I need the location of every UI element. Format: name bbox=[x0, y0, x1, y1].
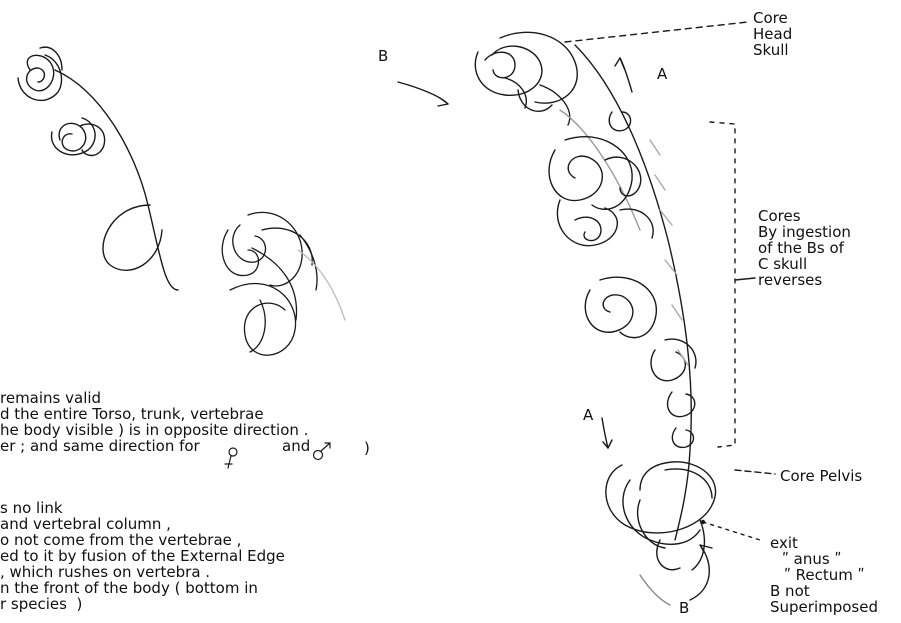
label-a-top: A bbox=[657, 66, 667, 82]
cores-line: Cores bbox=[758, 208, 851, 224]
paragraph-line: , which rushes on vertebra . bbox=[0, 564, 285, 580]
paragraph-line: s no link bbox=[0, 500, 285, 516]
paragraph-line: r species ) bbox=[0, 596, 285, 612]
left-spine-sketch bbox=[18, 47, 178, 290]
label-a-mid: A bbox=[583, 407, 593, 423]
cores-line: reverses bbox=[758, 272, 851, 288]
paragraph-line: o not come from the vertebrae , bbox=[0, 532, 285, 548]
paragraph-line: and vertebral column , bbox=[0, 516, 285, 532]
paragraph-1: remains valid d the entire Torso, trunk,… bbox=[0, 390, 308, 454]
paragraph-line: d the entire Torso, trunk, vertebrae bbox=[0, 406, 308, 422]
core-head-line: Core bbox=[753, 10, 792, 26]
core-head-line: Head bbox=[753, 26, 792, 42]
core-head-note: Core Head Skull bbox=[753, 10, 792, 58]
exit-line: ʺ anus ʺ bbox=[770, 551, 878, 567]
middle-core-sketch bbox=[222, 212, 345, 355]
label-b-top: B bbox=[378, 48, 388, 64]
core-head-line: Skull bbox=[753, 42, 792, 58]
cores-line: C skull bbox=[758, 256, 851, 272]
core-pelvis-note: Core Pelvis bbox=[780, 468, 862, 484]
exit-line: exit bbox=[770, 535, 878, 551]
exit-line: ʺ Rectum ʺ bbox=[770, 567, 878, 583]
exit-note: exit ʺ anus ʺ ʺ Rectum ʺ B not Superimpo… bbox=[770, 535, 878, 615]
cores-line: of the Bs of bbox=[758, 240, 851, 256]
paragraph-line: er ; and same direction for bbox=[0, 438, 308, 454]
right-spine-sketch bbox=[398, 22, 775, 605]
exit-line: Superimposed bbox=[770, 599, 878, 615]
paragraph-line: remains valid bbox=[0, 390, 308, 406]
paragraph-1-and: and bbox=[282, 438, 310, 454]
paragraph-line: n the front of the body ( bottom in bbox=[0, 580, 285, 596]
label-b-bottom: B bbox=[679, 600, 689, 616]
paragraph-1-close: ) bbox=[364, 440, 370, 456]
cores-line: By ingestion bbox=[758, 224, 851, 240]
paragraph-line: ed to it by fusion of the External Edge bbox=[0, 548, 285, 564]
exit-line: B not bbox=[770, 583, 878, 599]
cores-note: Cores By ingestion of the Bs of C skull … bbox=[758, 208, 851, 288]
paragraph-2: s no link and vertebral column , o not c… bbox=[0, 500, 285, 612]
paragraph-line: he body visible ) is in opposite directi… bbox=[0, 422, 308, 438]
